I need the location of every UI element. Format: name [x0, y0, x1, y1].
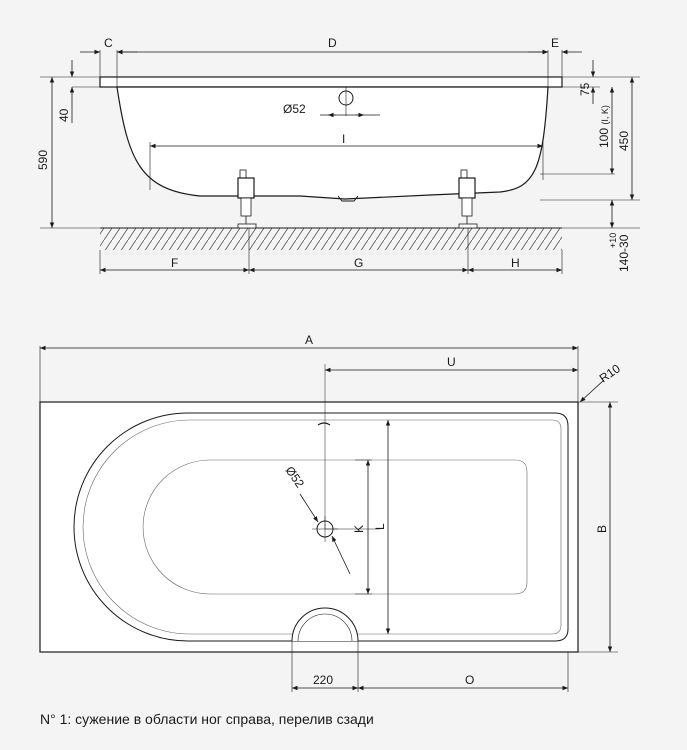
tub-outline [39, 401, 579, 653]
drawing-caption: N° 1: сужение в области ног справа, пере… [40, 711, 374, 727]
dim-dia52-side: Ø52 [283, 102, 306, 116]
dim-R10: R10 [597, 361, 623, 385]
dim-220: 220 [313, 673, 333, 687]
dim-C: C [104, 36, 113, 50]
dim-F: F [171, 256, 178, 270]
dim-40: 40 [57, 108, 71, 122]
basin-floor [142, 459, 528, 595]
tub-rim [99, 76, 563, 88]
dim-H: H [511, 256, 520, 270]
dim-O: O [465, 673, 474, 687]
dim-U: U [447, 355, 456, 369]
dim-450: 450 [617, 131, 631, 151]
dim-75: 75 [578, 82, 592, 96]
headrest-arc [291, 607, 359, 642]
dim-100: 100 (I, K) [597, 105, 611, 148]
dim-plus10: +10 [608, 233, 618, 248]
side-view [40, 49, 640, 274]
basin-outer-edge [73, 412, 569, 642]
dim-K: K [352, 525, 366, 533]
leg-right [458, 169, 478, 229]
dim-D: D [328, 36, 337, 50]
floor-hatch [100, 228, 562, 250]
dim-590: 590 [36, 150, 50, 170]
dim-G: G [354, 256, 363, 270]
dim-E: E [551, 36, 559, 50]
dim-B: B [595, 525, 609, 533]
dim-A: A [305, 333, 313, 347]
top-view [39, 345, 618, 692]
dim-140-30: 140-30 [617, 234, 631, 272]
dim-L: L [373, 523, 387, 530]
dim-I: I [342, 132, 345, 146]
tub-body [116, 86, 549, 200]
leg-left [237, 169, 257, 229]
